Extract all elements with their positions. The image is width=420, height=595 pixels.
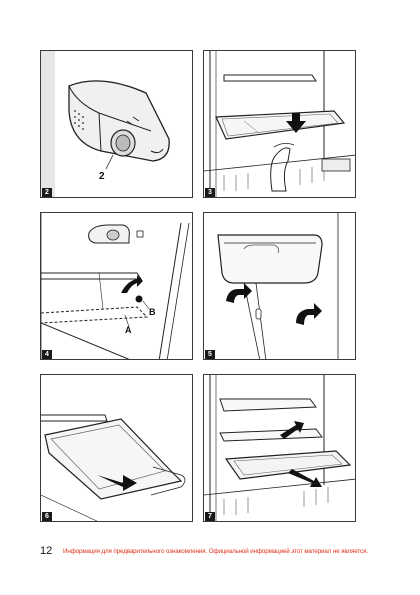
door-balcony-illustration [217, 213, 339, 359]
figure-number-3: 3 [205, 188, 215, 197]
figure-4-panel: A B 4 [40, 212, 193, 360]
preview-disclaimer: Информация для предварительного ознакомл… [63, 548, 368, 555]
figure-2-panel: 2 2 [40, 50, 193, 198]
figure-number-5: 5 [205, 350, 215, 359]
figure-number-2: 2 [42, 188, 52, 197]
thermostat-illustration: 2 [41, 51, 170, 197]
crisper-drawer-illustration [204, 375, 355, 521]
figure-7-panel: 7 [203, 374, 356, 522]
figure-5-panel: 5 [203, 212, 356, 360]
page-number: 12 [40, 545, 53, 557]
callout-b: B [149, 307, 156, 317]
crisper-lid-illustration [41, 414, 186, 521]
figure-number-6: 6 [42, 512, 52, 521]
figure-number-7: 7 [205, 512, 215, 521]
figure-number-4: 4 [42, 350, 52, 359]
figure-3-panel: 3 [203, 50, 356, 198]
shelf-insertion-illustration [204, 51, 355, 197]
callout-2: 2 [99, 171, 105, 182]
figure-6-panel: 6 [40, 374, 193, 522]
callout-a: A [125, 325, 132, 335]
shelf-support-illustration: A B [41, 213, 190, 359]
